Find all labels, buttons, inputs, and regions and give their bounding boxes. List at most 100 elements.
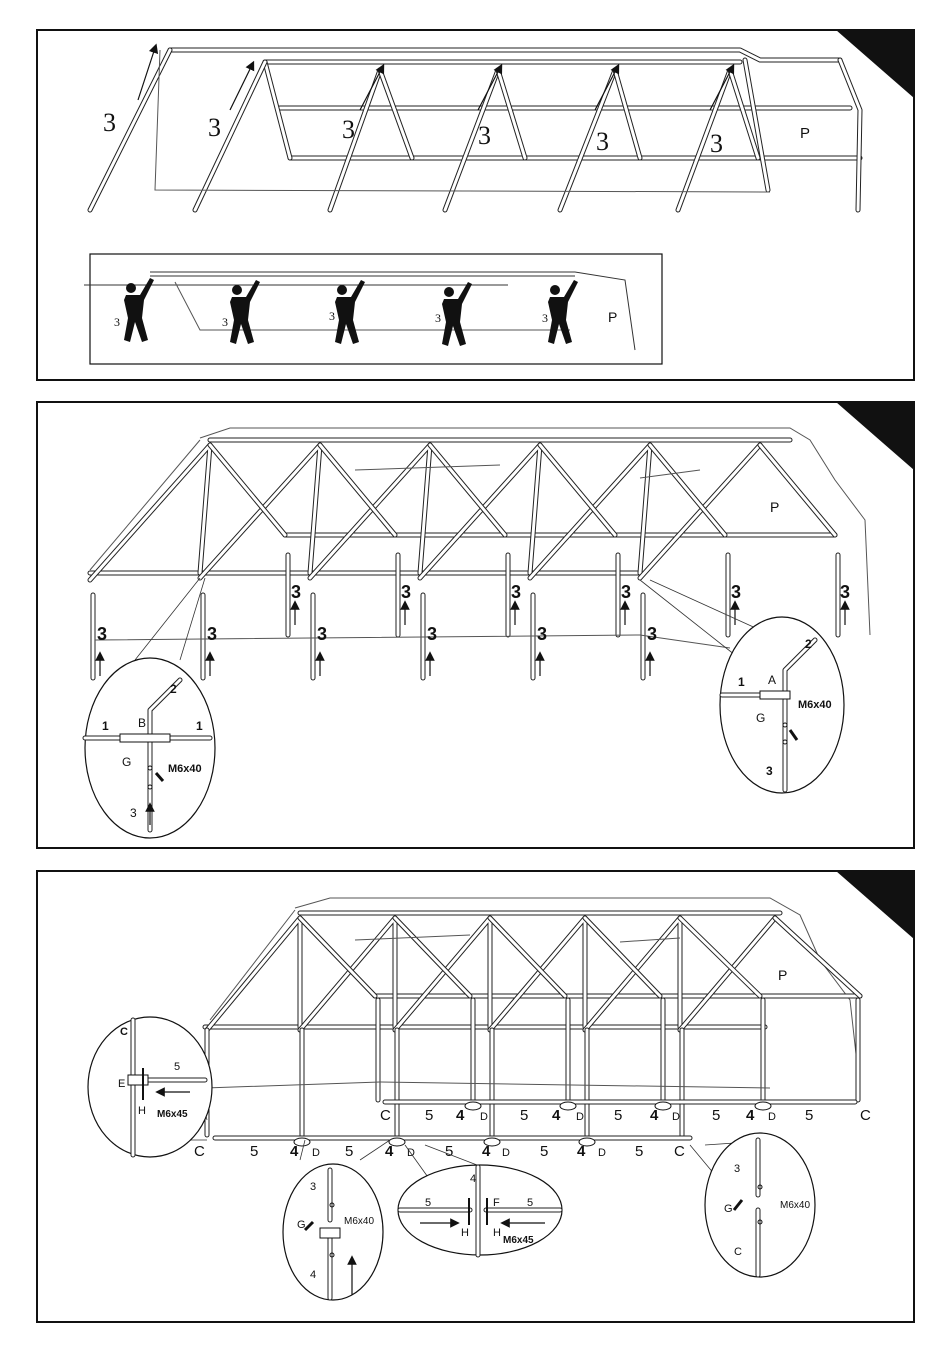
foot-plate-label: D	[312, 1147, 320, 1159]
foot-label: 4	[456, 1107, 465, 1124]
tube-label: 1	[196, 719, 203, 733]
panel-2: 3 3 3 3 3 3 3 3 3 3 3 3 P 2 1 1 B	[37, 402, 914, 848]
leg-label: 3	[208, 113, 221, 142]
cover-label: P	[800, 125, 810, 142]
leg-label: 3	[103, 108, 116, 137]
side-tube-label: 5	[425, 1107, 433, 1124]
panel-1-corner-tab	[836, 30, 914, 98]
c-label: C	[120, 1026, 128, 1038]
foot-plate-label: D	[480, 1111, 488, 1123]
panel-1-inset: 3 3 3 3 3 P	[84, 254, 662, 364]
tube-label: 3	[766, 764, 773, 778]
lift-arrow	[595, 68, 617, 110]
c-label: C	[734, 1246, 742, 1258]
zoom-left: 2 1 1 B G M6x40 3	[85, 578, 215, 838]
foot-plate-label: D	[576, 1111, 584, 1123]
cover-label: P	[770, 499, 779, 515]
e-label: E	[118, 1078, 125, 1090]
tube-label: 1	[738, 675, 745, 689]
connector-label: B	[138, 716, 146, 730]
foot-plate-label: D	[672, 1111, 680, 1123]
leg-label: 3	[291, 582, 301, 602]
tube-label: 2	[170, 682, 177, 696]
cover-label: P	[608, 309, 617, 325]
panel-1: 3 3 3 3 3 3 P	[37, 30, 914, 380]
foot-plate-label: D	[598, 1147, 606, 1159]
pin-label: G	[122, 755, 131, 769]
foot-label: 4	[746, 1107, 755, 1124]
panel-1-frame	[37, 30, 914, 380]
tube-label: 3	[734, 1163, 740, 1175]
leg-label: 3	[478, 121, 491, 150]
foot-plate-label: D	[502, 1147, 510, 1159]
pin-label: G	[297, 1219, 306, 1231]
cover-label: P	[778, 967, 787, 983]
leg-label: 3	[222, 315, 228, 329]
pin-label: G	[724, 1203, 733, 1215]
zoom-panel3-center-left: 3 G M6x40 4	[283, 1140, 390, 1300]
lift-arrow	[710, 68, 732, 110]
leg-label: 3	[342, 115, 355, 144]
bolt-label: M6x40	[798, 699, 832, 711]
leg-label: 3	[207, 624, 217, 644]
tube-label: 3	[310, 1181, 316, 1193]
person-icon	[335, 280, 365, 344]
leg-label: 3	[542, 311, 548, 325]
foot-label: 4	[552, 1107, 561, 1124]
leg-label: 3	[114, 315, 120, 329]
corner-label: C	[860, 1107, 871, 1124]
panel-1-frame-structure	[90, 50, 860, 210]
side-tube-label: 5	[540, 1143, 548, 1160]
leg-label: 3	[537, 624, 547, 644]
side-tube-label: 5	[250, 1143, 258, 1160]
lift-arrow	[478, 68, 500, 110]
zoom-right: 2 1 A G M6x40 3	[640, 580, 844, 793]
leg-label: 3	[97, 624, 107, 644]
pin-label: G	[756, 711, 765, 725]
corner-label: C	[194, 1143, 205, 1160]
bolt-label: M6x45	[503, 1235, 534, 1246]
leg-label: 3	[401, 582, 411, 602]
corner-label: C	[380, 1107, 391, 1124]
tube-label: 5	[527, 1197, 533, 1209]
side-tube-label: 5	[345, 1143, 353, 1160]
tube-label: 2	[805, 637, 812, 651]
bolt-label: M6x40	[344, 1216, 374, 1227]
tube-label: 4	[310, 1269, 316, 1281]
leg-label: 3	[710, 129, 723, 158]
leg-label: 3	[511, 582, 521, 602]
lift-arrow	[360, 68, 382, 110]
leg-label: 3	[596, 127, 609, 156]
bolt-label: M6x40	[168, 763, 202, 775]
tube-label: 1	[102, 719, 109, 733]
bolt-label: M6x45	[157, 1109, 188, 1120]
zoom-panel3-left: C 5 E H M6x45	[88, 1017, 212, 1157]
foot-plate-label: D	[768, 1111, 776, 1123]
bolt-label: M6x40	[780, 1200, 810, 1211]
corner-label: C	[674, 1143, 685, 1160]
person-icon	[230, 280, 260, 344]
leg-label: 3	[317, 624, 327, 644]
side-tube-label: 5	[520, 1107, 528, 1124]
h-label: H	[461, 1227, 469, 1239]
tube-label: 4	[470, 1173, 476, 1185]
leg-label: 3	[647, 624, 657, 644]
leg-label: 3	[621, 582, 631, 602]
panel-3: P C C C C 5 5 5 5 5 5 5 5 5 5 4 4 4 4 4 …	[37, 871, 914, 1322]
connector-label: A	[768, 673, 776, 687]
h-label: H	[493, 1227, 501, 1239]
foot-label: 4	[650, 1107, 659, 1124]
panel-3-corner-tab	[836, 871, 914, 939]
leg-label: 3	[427, 624, 437, 644]
tube-label: 5	[174, 1061, 180, 1073]
leg-label: 3	[435, 311, 441, 325]
tube-label: 3	[130, 806, 137, 820]
side-tube-label: 5	[445, 1143, 453, 1160]
tube-label: 5	[425, 1197, 431, 1209]
side-tube-label: 5	[805, 1107, 813, 1124]
inset-frame	[90, 254, 662, 364]
leg-label: 3	[840, 582, 850, 602]
person-icon	[442, 282, 472, 346]
leg-label: 3	[329, 309, 335, 323]
